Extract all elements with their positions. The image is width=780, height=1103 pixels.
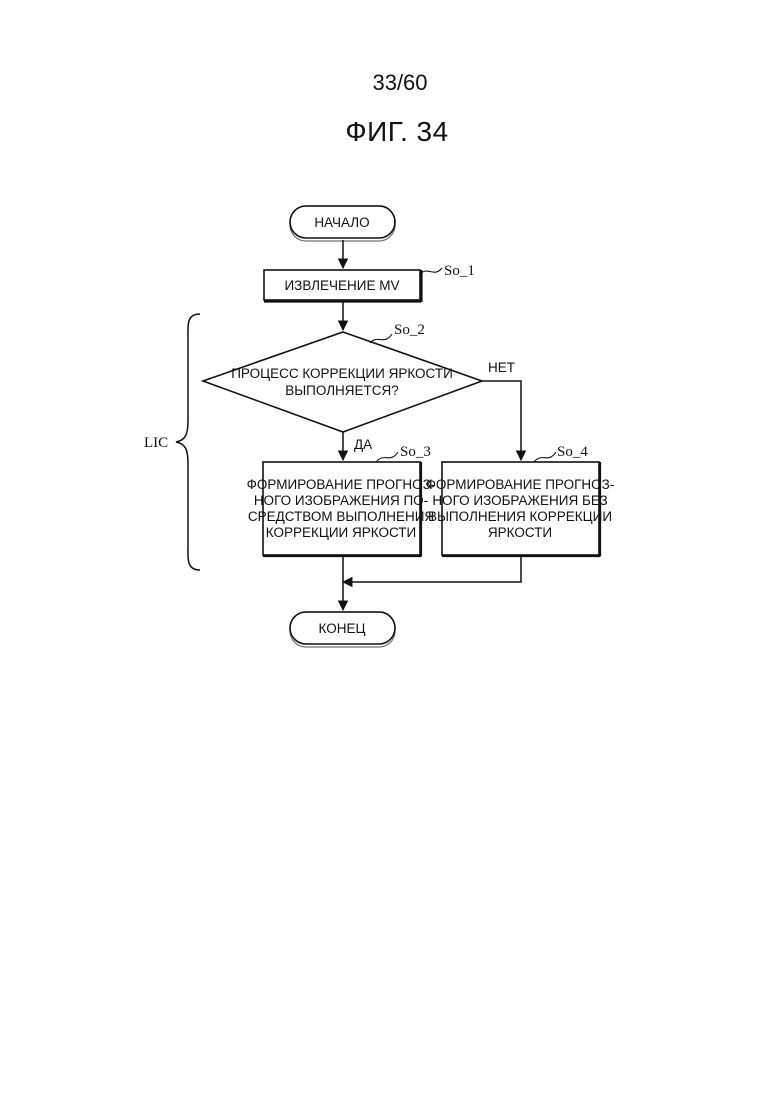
step4-line-4: ЯРКОСТИ [488,525,552,540]
step4-box: ФОРМИРОВАНИЕ ПРОГНОЗ- НОГО ИЗОБРАЖЕНИЯ Б… [426,462,615,557]
end-terminal: КОНЕЦ [290,612,395,647]
step1-label: ИЗВЛЕЧЕНИЕ MV [284,278,399,293]
decision-line-1: ПРОЦЕСС КОРРЕКЦИИ ЯРКОСТИ [231,366,453,381]
step1-ref: So_1 [444,263,475,279]
step3-line-2: НОГО ИЗОБРАЖЕНИЯ ПО- [254,493,428,508]
lic-label: LIC [144,435,168,451]
step3-line-1: ФОРМИРОВАНИЕ ПРОГНОЗ- [247,477,436,492]
step3-line-3: СРЕДСТВОМ ВЫПОЛНЕНИЯ [248,509,434,524]
decision-diamond: ПРОЦЕСС КОРРЕКЦИИ ЯРКОСТИ ВЫПОЛНЯЕТСЯ? [203,332,482,432]
decision-line-2: ВЫПОЛНЯЕТСЯ? [285,383,399,398]
start-terminal: НАЧАЛО [290,206,395,241]
start-label: НАЧАЛО [314,215,369,230]
step3-line-4: КОРРЕКЦИИ ЯРКОСТИ [266,525,416,540]
step4-line-2: НОГО ИЗОБРАЖЕНИЯ БЕЗ [432,493,607,508]
connector-step4-merge [343,556,521,582]
lic-brace [176,314,200,570]
step4-ref-leader [534,452,556,462]
step1-box: ИЗВЛЕЧЕНИЕ MV [264,270,422,302]
no-branch-label: НЕТ [488,360,515,375]
step4-ref: So_4 [557,444,588,460]
decision-ref-leader [370,334,392,343]
step3-ref-leader [376,452,398,462]
step3-box: ФОРМИРОВАНИЕ ПРОГНОЗ- НОГО ИЗОБРАЖЕНИЯ П… [247,462,436,557]
yes-branch-label: ДА [354,437,372,452]
step3-ref: So_3 [400,444,431,460]
end-label: КОНЕЦ [319,621,366,636]
decision-ref: So_2 [394,322,425,338]
step4-line-1: ФОРМИРОВАНИЕ ПРОГНОЗ- [426,477,615,492]
step1-ref-leader [420,268,442,274]
step4-line-3: ВЫПОЛНЕНИЯ КОРРЕКЦИИ [428,509,612,524]
arrow-decision-to-step4 [482,381,521,460]
